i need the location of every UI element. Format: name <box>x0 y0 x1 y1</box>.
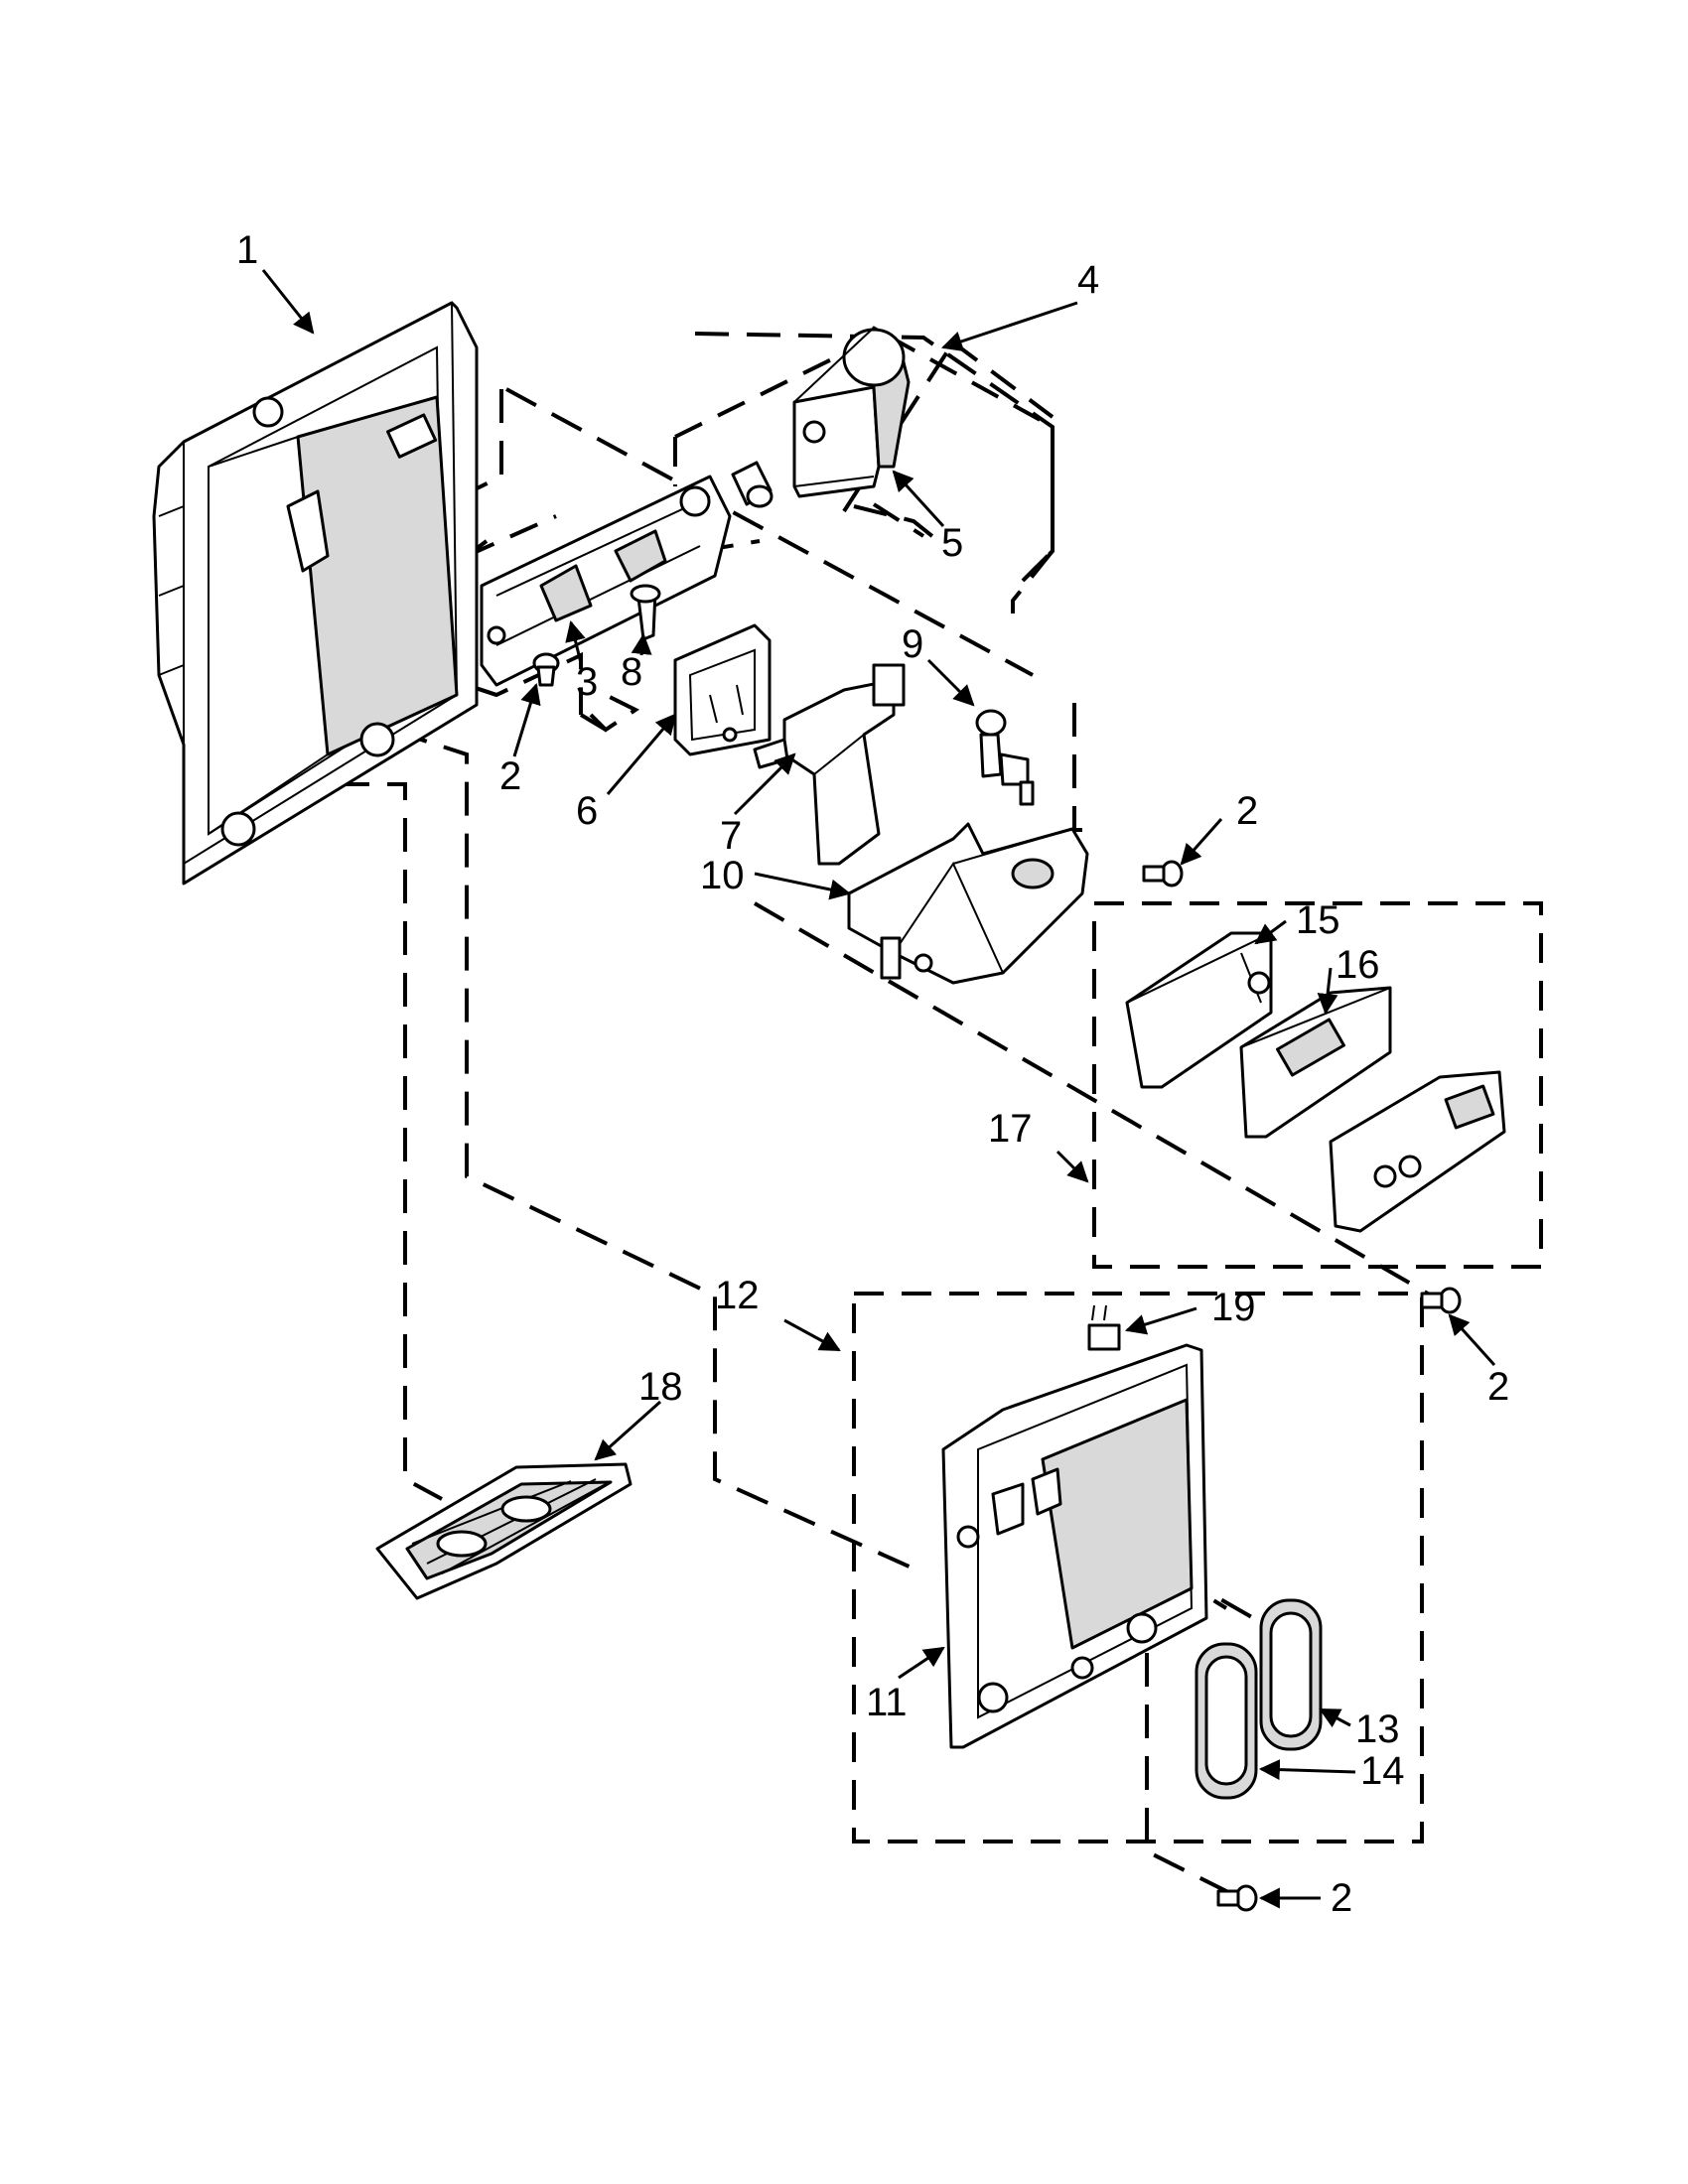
group-box-3 <box>465 514 608 732</box>
leader-10 <box>754 872 852 900</box>
callout-6: 6 <box>576 789 598 833</box>
leader-8 <box>631 632 652 656</box>
part-2-screw-c <box>1420 1287 1462 1314</box>
leader-15 <box>1254 919 1287 945</box>
leader-arrows <box>261 269 1496 1909</box>
leader-11 <box>898 1646 945 1680</box>
leader-14 <box>1258 1759 1356 1781</box>
leader-1 <box>261 269 315 335</box>
callout-7: 7 <box>720 814 742 858</box>
group-box-17 <box>1092 901 1543 1269</box>
leader-4 <box>941 301 1078 351</box>
callout-2c: 2 <box>1487 1365 1509 1409</box>
leader-2a <box>512 682 541 757</box>
leader-16 <box>1317 967 1338 1016</box>
leader-13 <box>1319 1707 1351 1728</box>
leader-7 <box>733 752 796 816</box>
callout-5: 5 <box>941 521 963 565</box>
part-13-paddle <box>1259 1598 1323 1751</box>
part-3-actuator <box>480 475 732 687</box>
leader-6 <box>606 713 677 795</box>
leader-9 <box>926 658 975 707</box>
callout-13: 13 <box>1355 1707 1400 1751</box>
part-2-screw-b <box>1142 860 1184 887</box>
part-10-funnel <box>847 822 1089 985</box>
part-11-housing <box>941 1343 1208 1749</box>
leader-18 <box>594 1400 661 1461</box>
group-box-12 <box>852 1292 1424 1843</box>
leader-2b <box>1180 818 1223 866</box>
callout-15: 15 <box>1296 898 1340 942</box>
part-16-board <box>1239 986 1392 1139</box>
leader-19 <box>1124 1306 1197 1335</box>
callout-labels: 1 4 5 3 8 2 6 9 7 10 2 15 16 17 2 12 19 … <box>236 228 1509 1920</box>
part-6-cover <box>673 623 772 756</box>
part-18-drip-tray <box>375 1462 633 1600</box>
part-8-screw <box>630 584 661 641</box>
part-9-fitting <box>975 709 1035 806</box>
leader-12 <box>783 1318 841 1352</box>
callout-8: 8 <box>621 650 642 694</box>
callout-19: 19 <box>1211 1286 1256 1329</box>
part-4-coupler <box>731 461 774 508</box>
callout-18: 18 <box>638 1365 683 1409</box>
part-2-screw-d <box>1216 1884 1258 1912</box>
group-boxes <box>465 331 1543 1843</box>
callout-2b: 2 <box>1236 789 1258 833</box>
callout-14: 14 <box>1360 1749 1405 1793</box>
part-19-switch <box>1087 1304 1121 1351</box>
callout-10: 10 <box>700 854 745 897</box>
callout-9: 9 <box>902 622 923 666</box>
callout-12: 12 <box>715 1274 760 1317</box>
part-15-board <box>1125 931 1273 1089</box>
leader-5 <box>892 470 945 528</box>
part-5-motor <box>792 326 911 498</box>
callout-16: 16 <box>1336 943 1380 987</box>
leader-3 <box>565 619 586 664</box>
callout-11: 11 <box>866 1681 908 1724</box>
part-14-paddle <box>1195 1642 1258 1800</box>
part-7-chute <box>753 663 906 866</box>
callout-3: 3 <box>576 660 598 704</box>
leader-2c <box>1448 1313 1496 1367</box>
callout-1: 1 <box>236 228 258 272</box>
callout-4: 4 <box>1077 258 1099 302</box>
group-box-4 <box>673 331 1055 583</box>
callout-2d: 2 <box>1331 1876 1352 1920</box>
part-1-housing <box>152 301 479 886</box>
part-2-screw-a <box>532 652 560 687</box>
part-17-board <box>1329 1070 1506 1233</box>
callout-17: 17 <box>988 1107 1033 1151</box>
leader-17 <box>1055 1150 1089 1183</box>
callout-2a: 2 <box>499 754 521 798</box>
